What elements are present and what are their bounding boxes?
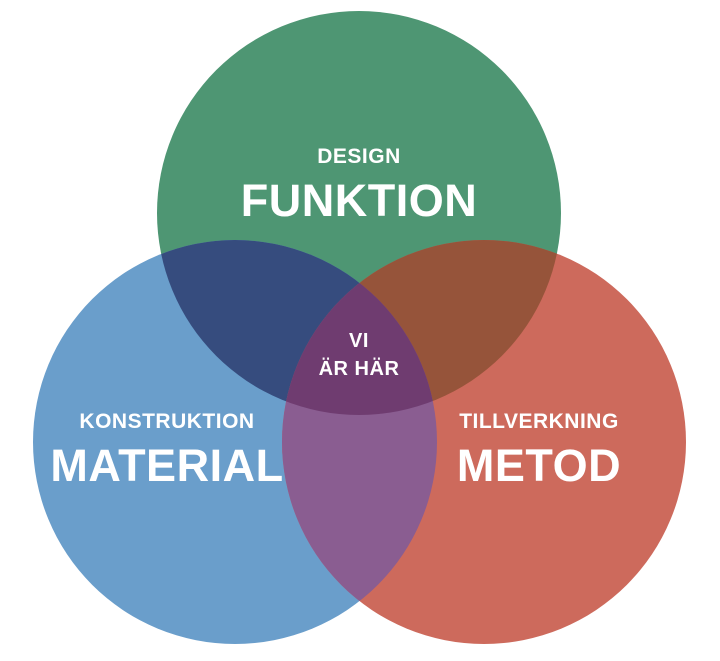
top-title: FUNKTION — [241, 175, 477, 226]
left-title: MATERIAL — [50, 440, 283, 491]
top-subtitle: DESIGN — [317, 145, 401, 168]
left-subtitle: KONSTRUKTION — [79, 410, 254, 433]
center-label-line2: ÄR HÄR — [319, 357, 400, 380]
right-title: METOD — [457, 440, 621, 491]
right-subtitle: TILLVERKNING — [459, 410, 619, 433]
center-label-line1: VI — [349, 330, 369, 352]
overlap-all — [282, 240, 437, 415]
